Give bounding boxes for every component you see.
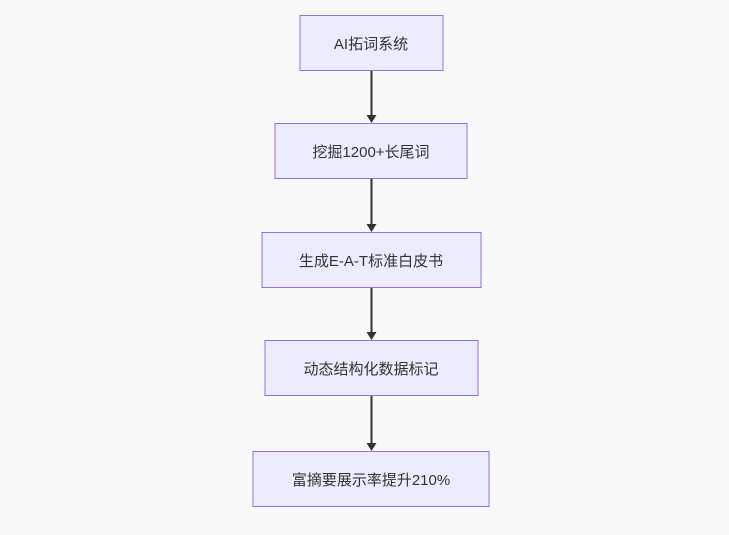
flow-node-eat-whitepaper: 生成E-A-T标准白皮书 xyxy=(261,232,481,288)
node-label: AI拓词系统 xyxy=(333,35,409,53)
arrow-line xyxy=(370,71,372,116)
node-label: 生成E-A-T标准白皮书 xyxy=(298,252,444,270)
arrow-line xyxy=(370,288,372,333)
arrow-line xyxy=(370,396,372,444)
node-label: 动态结构化数据标记 xyxy=(303,360,439,378)
arrowhead-down-icon xyxy=(366,443,376,451)
arrowhead-down-icon xyxy=(366,332,376,340)
arrowhead-down-icon xyxy=(366,115,376,123)
flow-arrow-4 xyxy=(366,396,376,451)
flow-arrow-3 xyxy=(366,288,376,340)
flow-node-structured-data-markup: 动态结构化数据标记 xyxy=(264,340,478,396)
flow-arrow-1 xyxy=(366,71,376,123)
flow-arrow-2 xyxy=(366,179,376,232)
flow-node-longtail-mining: 挖掘1200+长尾词 xyxy=(274,123,468,179)
arrow-line xyxy=(370,179,372,225)
node-label: 挖掘1200+长尾词 xyxy=(312,143,430,161)
node-label: 富摘要展示率提升210% xyxy=(291,471,451,489)
flowchart-column: AI拓词系统 挖掘1200+长尾词 生成E-A-T标准白皮书 动态结构化数据标记 xyxy=(252,15,490,507)
arrowhead-down-icon xyxy=(366,224,376,232)
flow-node-rich-snippet-uplift: 富摘要展示率提升210% xyxy=(252,451,490,507)
flow-node-ai-keyword-system: AI拓词系统 xyxy=(299,15,443,71)
